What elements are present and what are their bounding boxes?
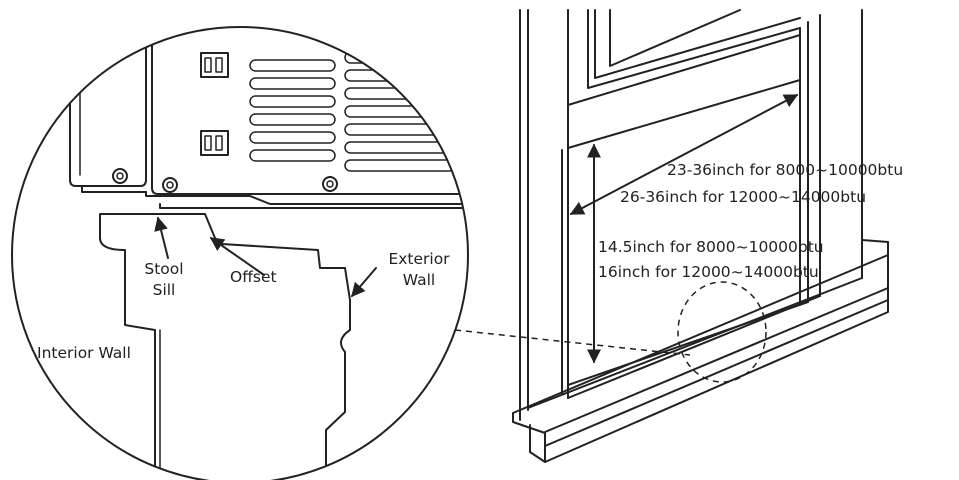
screw-icon — [322, 176, 338, 192]
vent-louvers-icon — [249, 51, 456, 172]
outlet-icon — [200, 130, 229, 156]
exterior-wall-label-line1: Exterior — [388, 250, 450, 268]
stool-sill-pointer — [154, 216, 169, 259]
exterior-wall-label: Exterior Wall — [378, 250, 460, 289]
height-spec-line2: 16inch for 12000~14000btu — [598, 263, 819, 281]
magnifier-circle — [11, 26, 469, 480]
screw-icon — [162, 177, 178, 193]
stool-sill-label-line1: Stool — [144, 260, 184, 278]
width-spec-line2: 26-36inch for 12000~14000btu — [620, 188, 867, 206]
width-dimension-arrow — [569, 94, 799, 215]
ac-unit-side-panel — [69, 29, 147, 193]
offset-pointer — [209, 237, 265, 276]
detail-leader-line — [454, 329, 691, 356]
exterior-wall-pointer — [351, 267, 377, 298]
outlet-icon — [200, 52, 229, 78]
offset-label: Offset — [230, 268, 277, 286]
exterior-wall-label-line2: Wall — [402, 270, 436, 289]
window-frame — [512, 9, 889, 463]
stool-sill-label: Stool Sill — [136, 260, 192, 299]
height-spec-line1: 14.5inch for 8000~10000btu — [598, 238, 824, 256]
screw-icon — [112, 168, 128, 184]
interior-wall-label: Interior Wall — [37, 344, 131, 362]
width-spec-line1: 23-36inch for 8000~10000btu — [667, 161, 904, 179]
stool-sill-label-line2: Sill — [152, 280, 176, 299]
ac-unit-body — [145, 29, 468, 209]
detail-marker-circle — [677, 281, 767, 383]
sill-wall-profile — [99, 213, 351, 480]
